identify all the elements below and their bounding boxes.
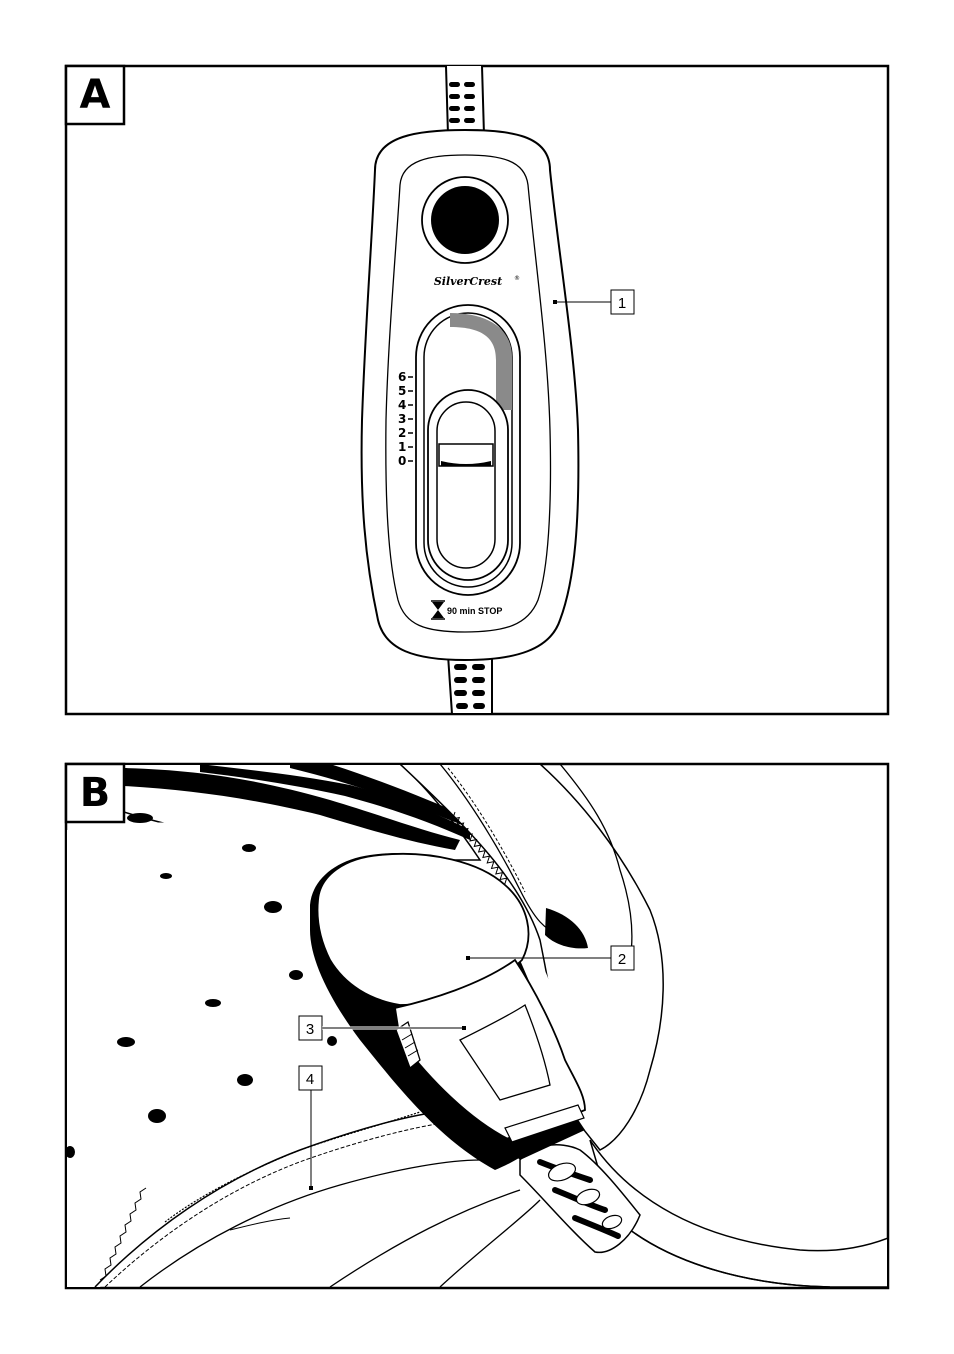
scale-label-1: 1 [398, 440, 406, 454]
scale-label-6: 6 [398, 370, 406, 384]
callout-1-label: 1 [618, 295, 626, 312]
callout-4-label: 4 [306, 1071, 314, 1088]
scale-label-4: 4 [398, 398, 406, 412]
panel-a-letter: A [80, 72, 111, 118]
cable-bottom [448, 655, 492, 714]
brand-mark: ® [514, 275, 520, 282]
callout-2-label: 2 [618, 951, 626, 968]
panel-b-letter: B [80, 770, 111, 816]
timer-text: 90 min STOP [447, 606, 502, 616]
scale-label-5: 5 [398, 384, 406, 398]
power-button [422, 177, 508, 263]
panel-b-illustration [65, 764, 888, 1287]
callout-3-label: 3 [306, 1021, 314, 1038]
cable-top [446, 66, 484, 135]
plug-strain-relief [520, 1145, 640, 1253]
scale-label-2: 2 [398, 426, 406, 440]
scale-label-0: 0 [398, 454, 406, 468]
brand-logo: SilverCrest [434, 275, 502, 288]
scale-label-3: 3 [398, 412, 406, 426]
temperature-slider-knob [428, 390, 508, 580]
panel-b: B 2 3 4 [65, 764, 888, 1288]
panel-a: A [66, 66, 888, 714]
